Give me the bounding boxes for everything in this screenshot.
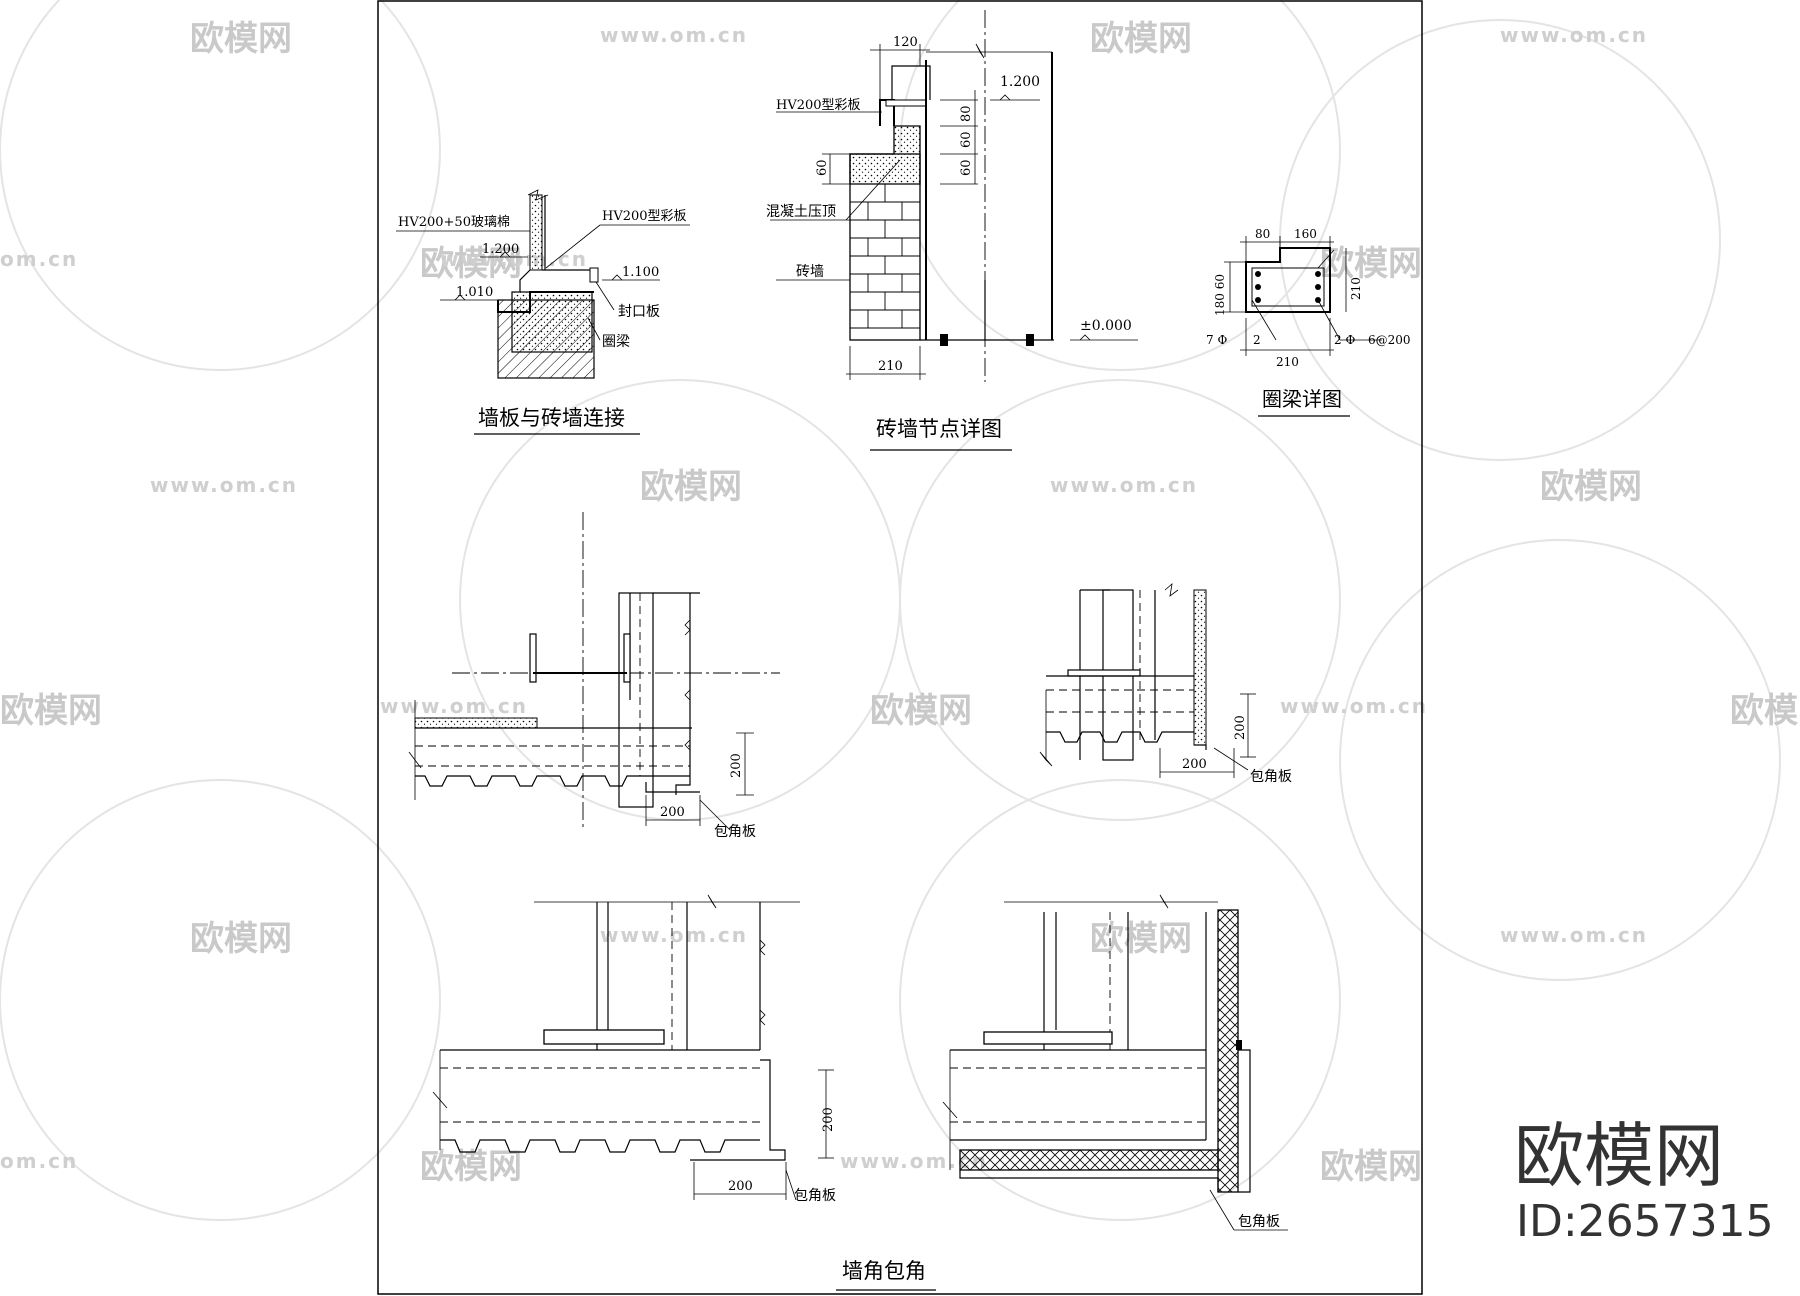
watermark-brand: 欧模网 xyxy=(1730,691,1800,731)
dim-210: 210 xyxy=(878,359,903,374)
dim-200: 200 xyxy=(1233,715,1248,740)
dim-200: 200 xyxy=(660,805,685,820)
dim-60: 60 xyxy=(959,131,974,148)
label-brick-wall: 砖墙 xyxy=(796,264,824,280)
watermark-url: www.om.cn xyxy=(1500,923,1648,947)
label-corner-plate: 包角板 xyxy=(794,1188,836,1204)
label-hv200-color: HV200型彩板 xyxy=(776,98,861,113)
watermark-url: www.om.cn xyxy=(380,694,528,718)
dim-80: 80 xyxy=(959,105,974,122)
label-cap-plate: 封口板 xyxy=(618,304,660,320)
watermark-brand: 欧模网 xyxy=(1090,919,1192,959)
label-hv200-color: HV200型彩板 xyxy=(602,209,687,224)
detail-corner-wrap-3: 200 200 包角板 xyxy=(432,894,836,1204)
watermark-brand: 欧模网 xyxy=(1320,1147,1422,1187)
watermark-brand: 欧模网 xyxy=(1090,19,1192,59)
dim-210: 210 xyxy=(1349,277,1363,300)
title-brick-node-detail: 砖墙节点详图 xyxy=(876,417,1002,441)
title-ring-beam-detail: 圈梁详图 xyxy=(1262,387,1342,411)
label-ring-beam: 圈梁 xyxy=(602,334,630,350)
detail-corner-wrap-2: 200 200 包角板 xyxy=(1039,582,1292,785)
watermark-brand: 欧模网 xyxy=(1320,244,1422,284)
watermark-url-short: om.cn xyxy=(0,1149,78,1173)
dim-60: 60 xyxy=(815,159,830,176)
detail-wall-brick-connection: HV200+50玻璃棉 HV200型彩板 1.200 1.100 1.010 封… xyxy=(396,189,690,435)
watermark-url: www.om.cn xyxy=(600,23,748,47)
dim-200: 200 xyxy=(728,1179,753,1194)
dim-160: 160 xyxy=(1294,227,1317,241)
brand-logo-text: 欧模网 xyxy=(1514,1115,1724,1197)
watermark-url: www.om.cn xyxy=(600,923,748,947)
label-corner-plate: 包角板 xyxy=(714,824,756,840)
elevation-1-200: 1.200 xyxy=(1000,74,1040,90)
watermark-brand: 欧模网 xyxy=(0,691,102,731)
watermark-url: www.om.cn xyxy=(440,247,588,271)
title-wall-brick-connection: 墙板与砖墙连接 xyxy=(478,406,625,430)
watermark-brand: 欧模网 xyxy=(870,691,972,731)
bar-7phi: 7 Φ xyxy=(1206,333,1227,347)
dim-200: 200 xyxy=(729,753,744,778)
stirrup-6-200: 6@200 xyxy=(1368,333,1411,347)
dim-180-60: 180 60 xyxy=(1213,274,1227,316)
detail-ring-beam: 80 160 180 60 210 7 Φ 2 2 Φ 6@200 210 圈梁… xyxy=(1206,227,1411,417)
detail-corner-wrap-4: 包角板 xyxy=(942,894,1288,1231)
watermark-url-short: om.cn xyxy=(0,247,78,271)
dim-80: 80 xyxy=(1255,227,1270,241)
label-hv200-glasswool: HV200+50玻璃棉 xyxy=(398,215,510,230)
elevation-1-200: 1.200 xyxy=(482,242,519,257)
watermark-url: www.om.cn xyxy=(150,473,298,497)
watermark-brand: 欧模网 xyxy=(190,19,292,59)
label-concrete-coping: 混凝土压顶 xyxy=(766,204,836,220)
brand-logo: 欧模网 ID:2657315 xyxy=(1514,1115,1774,1247)
label-corner-plate: 包角板 xyxy=(1238,1214,1280,1230)
watermark-url: www.om.cn xyxy=(1500,23,1648,47)
watermark-brand: 欧模网 xyxy=(420,1147,522,1187)
dim-200: 200 xyxy=(821,1107,836,1132)
watermark-brand: 欧模网 xyxy=(640,467,742,507)
brand-id-text: ID:2657315 xyxy=(1516,1196,1774,1247)
dim-60: 60 xyxy=(959,159,974,176)
sheet-frame xyxy=(377,0,1423,1295)
dim-210: 210 xyxy=(1276,355,1299,369)
watermark-url: www.om.cn xyxy=(1050,473,1198,497)
elevation-pm0: ±0.000 xyxy=(1080,318,1132,334)
watermark-brand: 欧模网 xyxy=(1540,467,1642,507)
elevation-1-010: 1.010 xyxy=(456,285,493,300)
watermark-brand: 欧模网 xyxy=(420,244,522,284)
bar-2phi: 2 Φ xyxy=(1334,333,1355,347)
watermark-url: www.om.cn xyxy=(1280,694,1428,718)
bar-2: 2 xyxy=(1253,333,1261,347)
detail-corner-wrap-1: 200 200 包角板 xyxy=(408,512,780,840)
watermark-brand: 欧模网 xyxy=(190,919,292,959)
elevation-1-100: 1.100 xyxy=(622,265,659,280)
detail-brick-node: 120 1.200 HV200型彩板 80 60 60 60 混凝土压顶 砖墙 … xyxy=(766,10,1138,451)
dim-200: 200 xyxy=(1182,757,1207,772)
label-corner-plate: 包角板 xyxy=(1250,769,1292,785)
watermark-layer: 欧模网 欧模网 欧模网 欧模网 欧模网 欧模网 欧模网 欧模网 欧模网 欧模网 … xyxy=(0,0,1800,1221)
title-corner-wrap: 墙角包角 xyxy=(842,1259,926,1283)
dim-120: 120 xyxy=(893,35,918,50)
